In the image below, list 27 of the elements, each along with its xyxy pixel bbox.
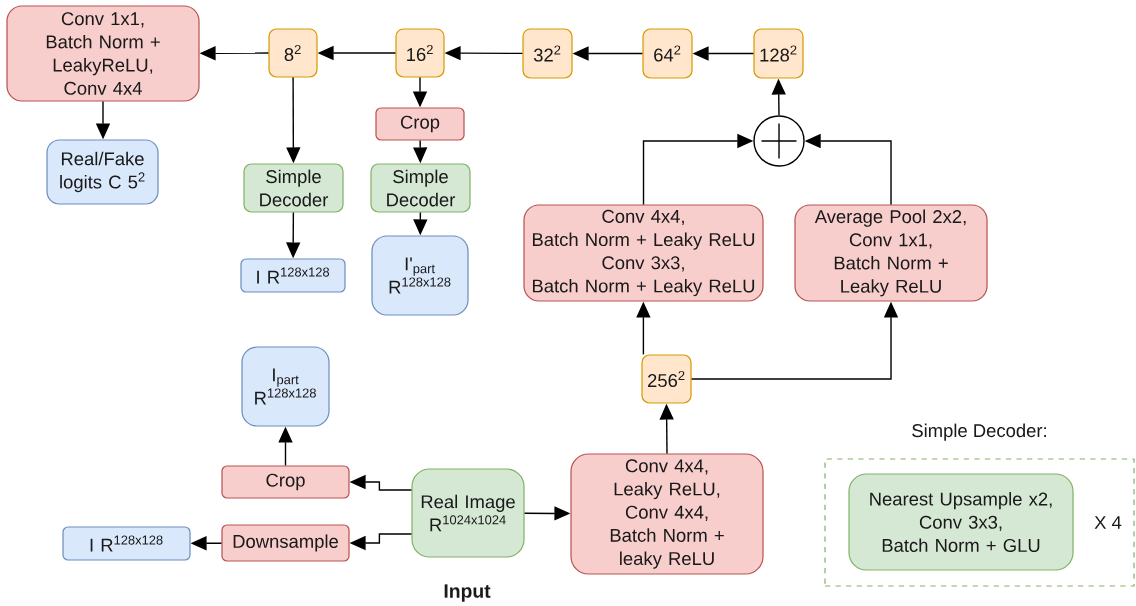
layer-box: Conv 1x1, Batch Norm + LeakyReLU, Conv 4x4 <box>6 5 200 102</box>
feature-map-box: 256$^{2}$ <box>641 354 692 404</box>
plus-circle <box>753 115 805 167</box>
layer-box: Average Pool 2x2, Conv 1x1, Batch Norm + Leaky ReLU <box>794 204 988 302</box>
decoder-box: Simple Decoder <box>243 163 344 213</box>
feature-map-box: 64$^{2}$ <box>642 28 693 79</box>
repeat-label: X 4 <box>1094 516 1122 529</box>
feature-map-box: 8$^{2}$ <box>268 28 318 78</box>
output-box: I R$^{128x128}$ <box>62 526 191 561</box>
layer-box: Conv 4x4, Batch Norm + Leaky ReLU Conv 3x3, Batch Norm + Leaky ReLU <box>523 204 764 302</box>
layer-box: Downsample <box>221 524 350 562</box>
group-heading: Simple Decoder: <box>912 423 1046 441</box>
layer-box: Crop <box>375 107 465 141</box>
dashed-group-box <box>824 423 1135 587</box>
output-box: I$_{part}$ R$^{128x128}$ <box>241 346 330 427</box>
feature-map-box: 16$^{2}$ <box>395 28 445 78</box>
layer-box: Crop <box>221 465 350 499</box>
decoder-box: Nearest Upsample x2, Conv 3x3, Batch Norm + GLU <box>848 473 1074 571</box>
section-label: Input <box>444 584 491 602</box>
input-box: Real Image $\mathrm{R}^{\mathrm{1024x1024}}$ <box>411 468 525 558</box>
decoder-box: Simple Decoder <box>370 163 471 213</box>
layer-box: Conv 4x4, Leaky ReLU, Conv 4x4, Batch Norm + leaky ReLU <box>570 453 764 575</box>
output-box: Real/Fake logits C 5$^{2}$ <box>46 139 159 205</box>
feature-map-box: 128$^{2}$ <box>753 28 804 79</box>
feature-map-box: 32$^{2}$ <box>522 28 573 79</box>
output-box: I R$^{128x128}$ <box>240 258 346 293</box>
output-box: I'$_{part}$ R$^{128x128}$ <box>371 235 469 316</box>
